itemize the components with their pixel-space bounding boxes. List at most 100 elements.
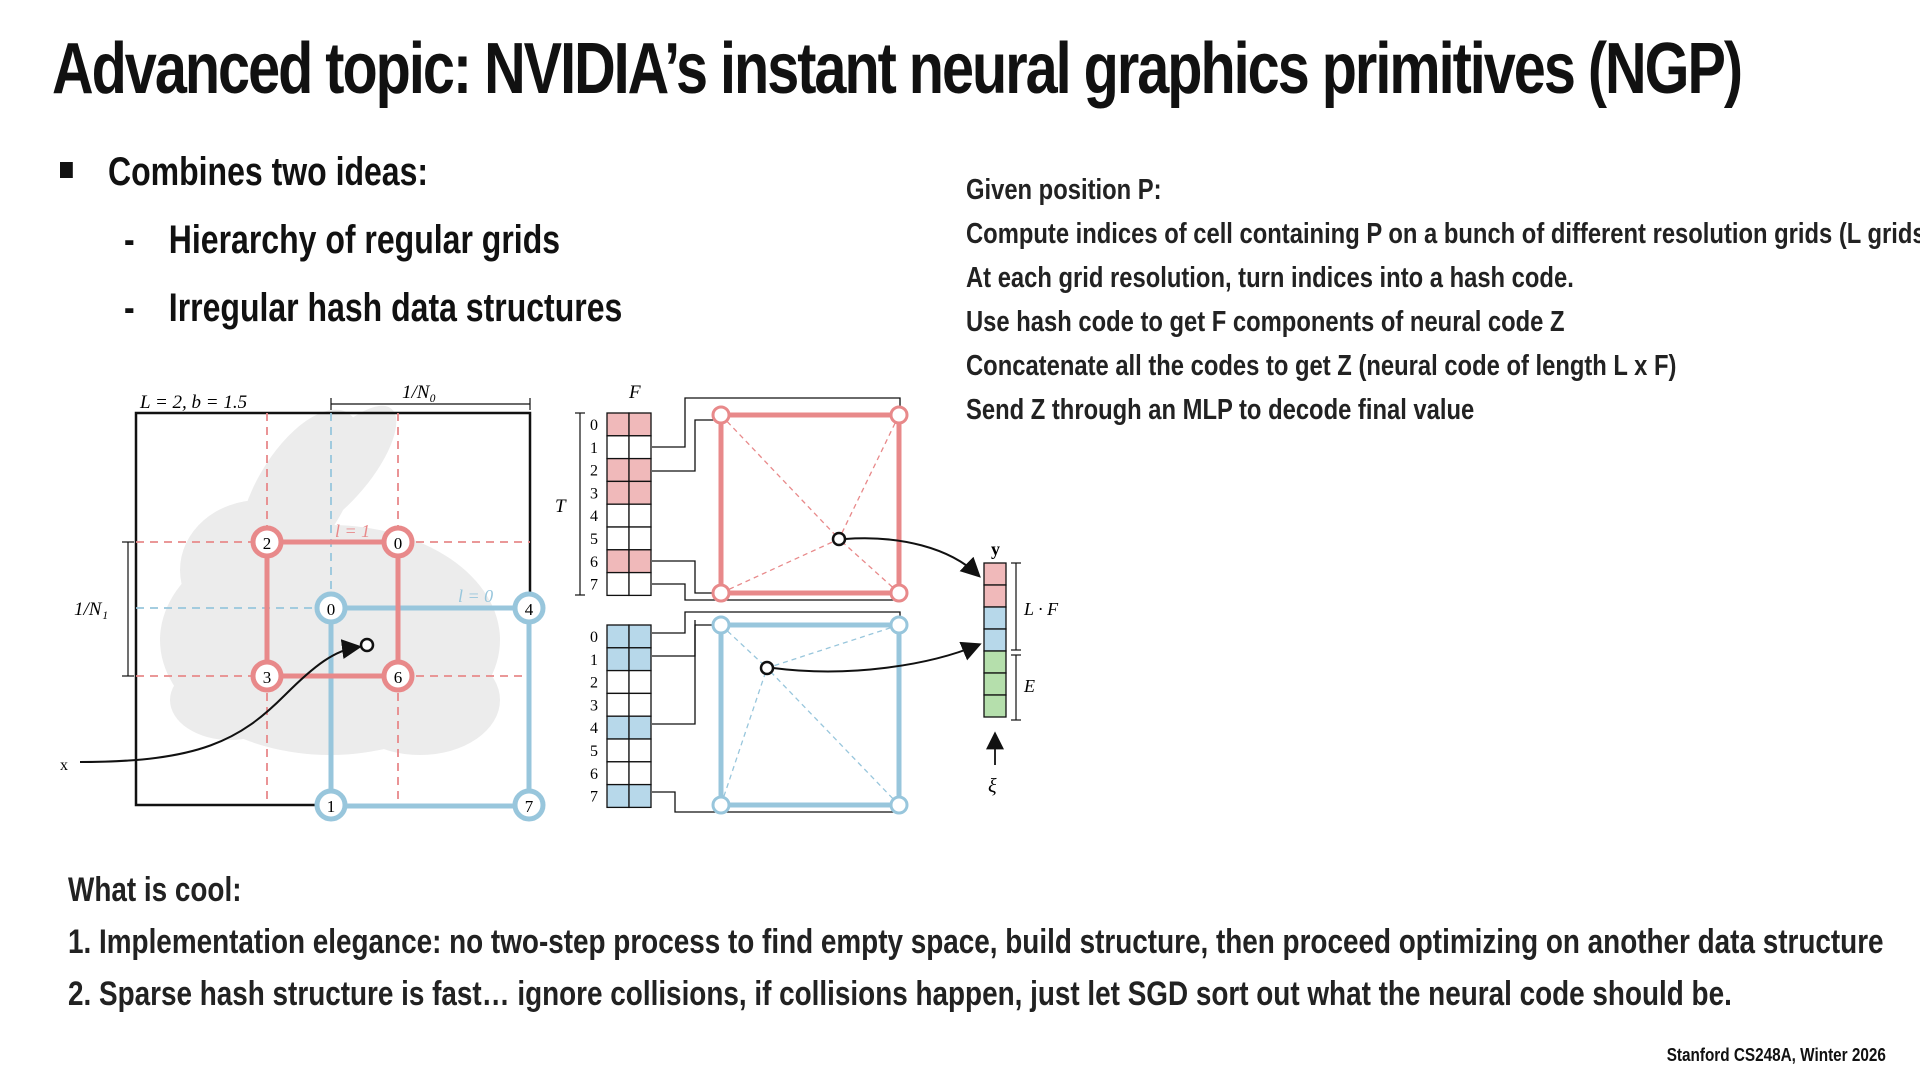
blue-node: 7 [512,788,546,822]
blue-table-cell [628,624,652,649]
red-node-label: 6 [394,668,403,687]
red-row-index: 7 [590,577,598,594]
blue-row-index: 1 [590,652,598,669]
red-row-index: 5 [590,531,598,548]
blue-connectors [652,611,901,813]
blue-table-cell [606,624,630,649]
red-table-cell [628,526,652,551]
red-table-cell [628,571,652,597]
red-row-index: 6 [590,554,598,571]
red-interp-cell [711,405,909,603]
main-bullet: Combines two ideas: [60,150,428,195]
n1-label: 1/N₁ [74,599,108,620]
red-table-cell [628,435,652,460]
red-row-index: 1 [590,440,598,457]
step-line: Send Z through an MLP to decode final va… [966,394,1475,426]
blue-node-label: 7 [525,797,534,816]
red-node: 3 [250,659,284,693]
E-label: E [1023,676,1035,696]
red-node: 6 [381,659,415,693]
dash-icon: - [124,218,135,262]
red-table-cell [606,435,630,460]
n0-label: 1/N₀ [402,382,436,403]
red-table-cell [628,549,652,574]
footer: Stanford CS248A, Winter 2026 [1666,1045,1886,1065]
LF-label: L · F [1023,599,1059,619]
x-label: x [60,757,68,774]
slide-title: Advanced topic: NVIDIA’s instant neural … [52,29,1743,109]
blue-table-cell [606,738,630,763]
blue-table-cell [628,692,652,717]
blue-to-y-arrow [772,641,982,673]
y-vector-cell [983,584,1007,608]
red-hash-table: 0 1 2 3 4 5 6 7 [590,412,652,597]
y-vector-cell [983,672,1007,696]
sub-bullet-1: -Hierarchy of regular grids [124,218,560,263]
blue-table-cell [628,715,652,740]
level1-label: l = 1 [335,521,370,541]
main-bullet-text: Combines two ideas: [108,150,429,194]
blue-table-cell [606,715,630,740]
level0-label: l = 0 [458,586,493,606]
blue-table-cell [628,669,652,695]
blue-node: 4 [512,591,546,625]
blue-table-cell [628,647,652,672]
red-node: 0 [381,525,415,559]
blue-row-index: 4 [590,720,598,737]
blue-table-cell [628,738,652,763]
red-table-cell [606,571,630,597]
cool-section: What is cool: 1. Implementation elegance… [68,864,1884,1020]
input-arrow [79,639,362,763]
red-table-cell [628,457,652,483]
blue-node-label: 4 [525,600,534,619]
red-table-cell [606,549,630,574]
red-node-label: 3 [263,668,272,687]
cool-item: 1. Implementation elegance: no two-step … [68,923,1884,961]
blue-table-cell [628,761,652,786]
sub-bullet-2-text: Irregular hash data structures [168,286,623,330]
blue-table-cell [628,783,652,809]
blue-table-cell [606,692,630,717]
step-line: Given position P: [966,174,1162,206]
blue-dashed-grid [136,413,332,609]
red-row-index: 2 [590,463,598,480]
params-label: L = 2, b = 1.5 [139,392,247,413]
y-label: y [991,539,1000,559]
red-table-cell [628,480,652,505]
y-vector-cell [983,606,1007,630]
red-table-cell [628,503,652,528]
red-row-index: 3 [590,485,598,502]
query-point [359,637,375,653]
F-label: F [628,382,641,403]
blue-row-index: 5 [590,743,598,760]
red-table-cell [606,526,630,551]
red-table-cell [606,503,630,528]
step-line: At each grid resolution, turn indices in… [966,262,1574,294]
xi-label: ξ [988,775,997,797]
dash-icon: - [124,286,135,330]
sub-bullet-2: -Irregular hash data structures [124,286,622,331]
blue-table-cell [606,669,630,695]
red-row-index: 4 [590,508,598,525]
blue-row-index: 0 [590,629,598,646]
y-vector-cell [983,562,1007,586]
blue-node-label: 1 [327,797,336,816]
steps-list: Given position P: Compute indices of cel… [966,168,1920,432]
blue-row-index: 6 [590,766,598,783]
blue-table-cell [606,647,630,672]
bullet-square-icon [60,162,73,179]
blue-row-index: 7 [590,789,598,806]
y-vector-cell [983,650,1007,674]
blue-interp-cell [711,615,909,815]
output-vector [983,562,1007,718]
blue-row-index: 2 [590,675,598,692]
red-table-cell [606,457,630,483]
blue-table-cell [606,761,630,786]
step-line: Compute indices of cell containing P on … [966,218,1920,250]
red-node-label: 0 [394,534,403,553]
red-to-y-arrow [844,537,981,578]
red-connectors [652,397,901,601]
step-line: Concatenate all the codes to get Z (neur… [966,350,1677,382]
red-row-index: 0 [590,417,598,434]
